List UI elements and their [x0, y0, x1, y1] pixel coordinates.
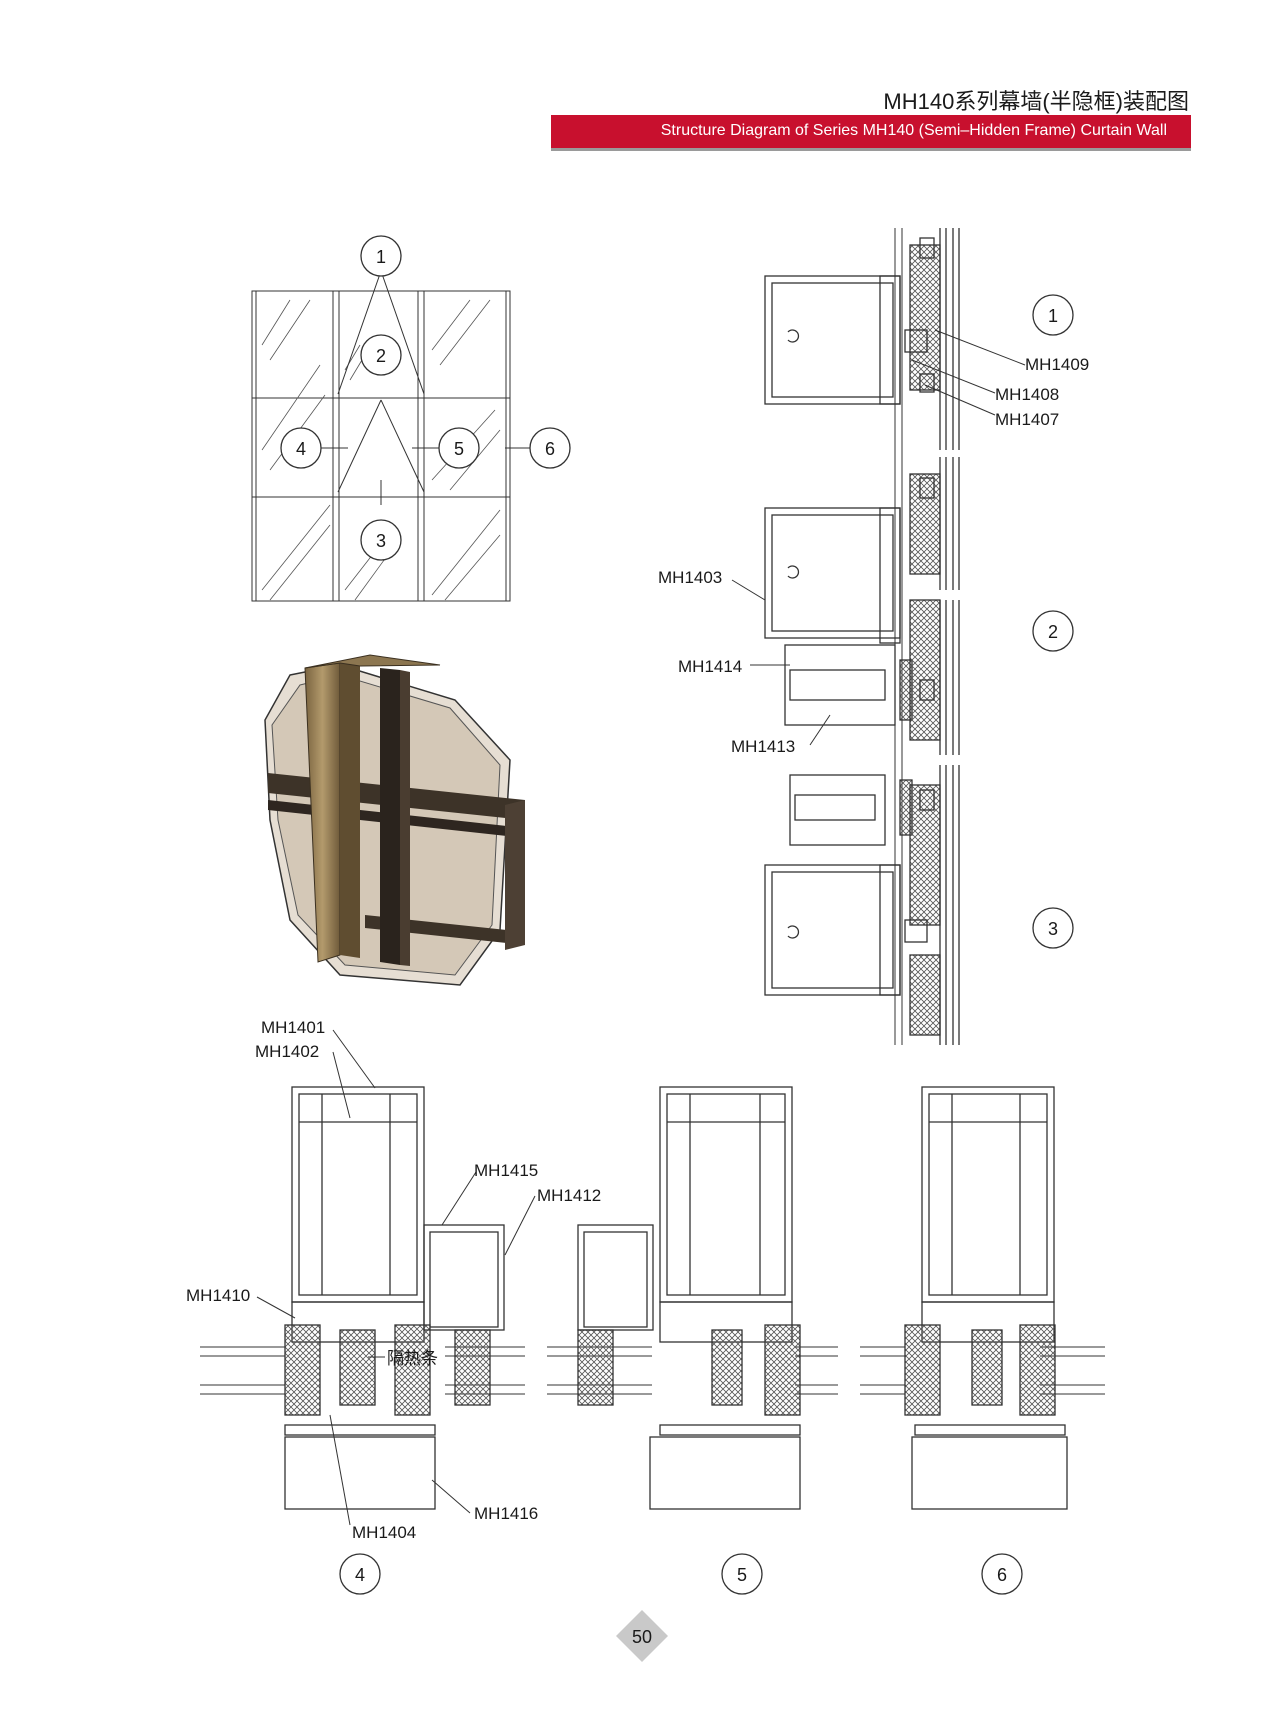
- thermal-break-label: 隔热条: [387, 1349, 438, 1368]
- marker-3-elevation: 3: [360, 519, 402, 561]
- callout-markers: 1 2 3 4 5 6 1 2: [280, 235, 1074, 1595]
- marker-5-section: 5: [721, 1553, 763, 1595]
- part-label-mh1414: MH1414: [678, 657, 742, 676]
- part-labels: MH1409 MH1408 MH1407 MH1403 MH1414 MH141…: [186, 355, 1089, 1542]
- marker-label: 2: [376, 346, 386, 366]
- page-number: 50: [632, 1627, 652, 1647]
- marker-6-section: 6: [981, 1553, 1023, 1595]
- marker-label: 5: [737, 1565, 747, 1585]
- marker-label: 1: [1048, 306, 1058, 326]
- part-label-mh1413: MH1413: [731, 737, 795, 756]
- part-label-mh1404: MH1404: [352, 1523, 416, 1542]
- part-label-mh1408: MH1408: [995, 385, 1059, 404]
- part-label-mh1403: MH1403: [658, 568, 722, 587]
- marker-4-section: 4: [339, 1553, 381, 1595]
- isometric-view: [264, 654, 525, 986]
- part-label-mh1416: MH1416: [474, 1504, 538, 1523]
- vertical-section: [731, 228, 1026, 1045]
- title-banner-shadow: [551, 148, 1191, 151]
- marker-label: 6: [997, 1565, 1007, 1585]
- marker-3-section: 3: [1032, 907, 1074, 949]
- marker-label: 2: [1048, 622, 1058, 642]
- horizontal-sections: [200, 1029, 1105, 1526]
- part-label-mh1402: MH1402: [255, 1042, 319, 1061]
- marker-2-elevation: 2: [360, 334, 402, 376]
- marker-1-section: 1: [1032, 294, 1074, 336]
- page-title-en: Structure Diagram of Series MH140 (Semi–…: [660, 122, 1167, 139]
- part-label-mh1410: MH1410: [186, 1286, 250, 1305]
- marker-label: 1: [376, 247, 386, 267]
- page-number-badge: 50: [616, 1610, 668, 1662]
- marker-5-elevation: 5: [438, 427, 480, 469]
- elevation-view: [251, 270, 532, 602]
- part-label-mh1412: MH1412: [537, 1186, 601, 1205]
- marker-4-elevation: 4: [280, 427, 322, 469]
- marker-label: 4: [355, 1565, 365, 1585]
- marker-label: 4: [296, 439, 306, 459]
- part-label-mh1415: MH1415: [474, 1161, 538, 1180]
- marker-2-section: 2: [1032, 610, 1074, 652]
- marker-label: 6: [545, 439, 555, 459]
- part-label-mh1409: MH1409: [1025, 355, 1089, 374]
- marker-1-elevation: 1: [360, 235, 402, 277]
- title-banner: Structure Diagram of Series MH140 (Semi–…: [551, 115, 1191, 148]
- marker-label: 5: [454, 439, 464, 459]
- marker-6-elevation: 6: [529, 427, 571, 469]
- marker-label: 3: [376, 531, 386, 551]
- part-label-mh1407: MH1407: [995, 410, 1059, 429]
- page-title-cn: MH140系列幕墙(半隐框)装配图: [883, 89, 1189, 114]
- marker-label: 3: [1048, 919, 1058, 939]
- part-label-mh1401: MH1401: [261, 1018, 325, 1037]
